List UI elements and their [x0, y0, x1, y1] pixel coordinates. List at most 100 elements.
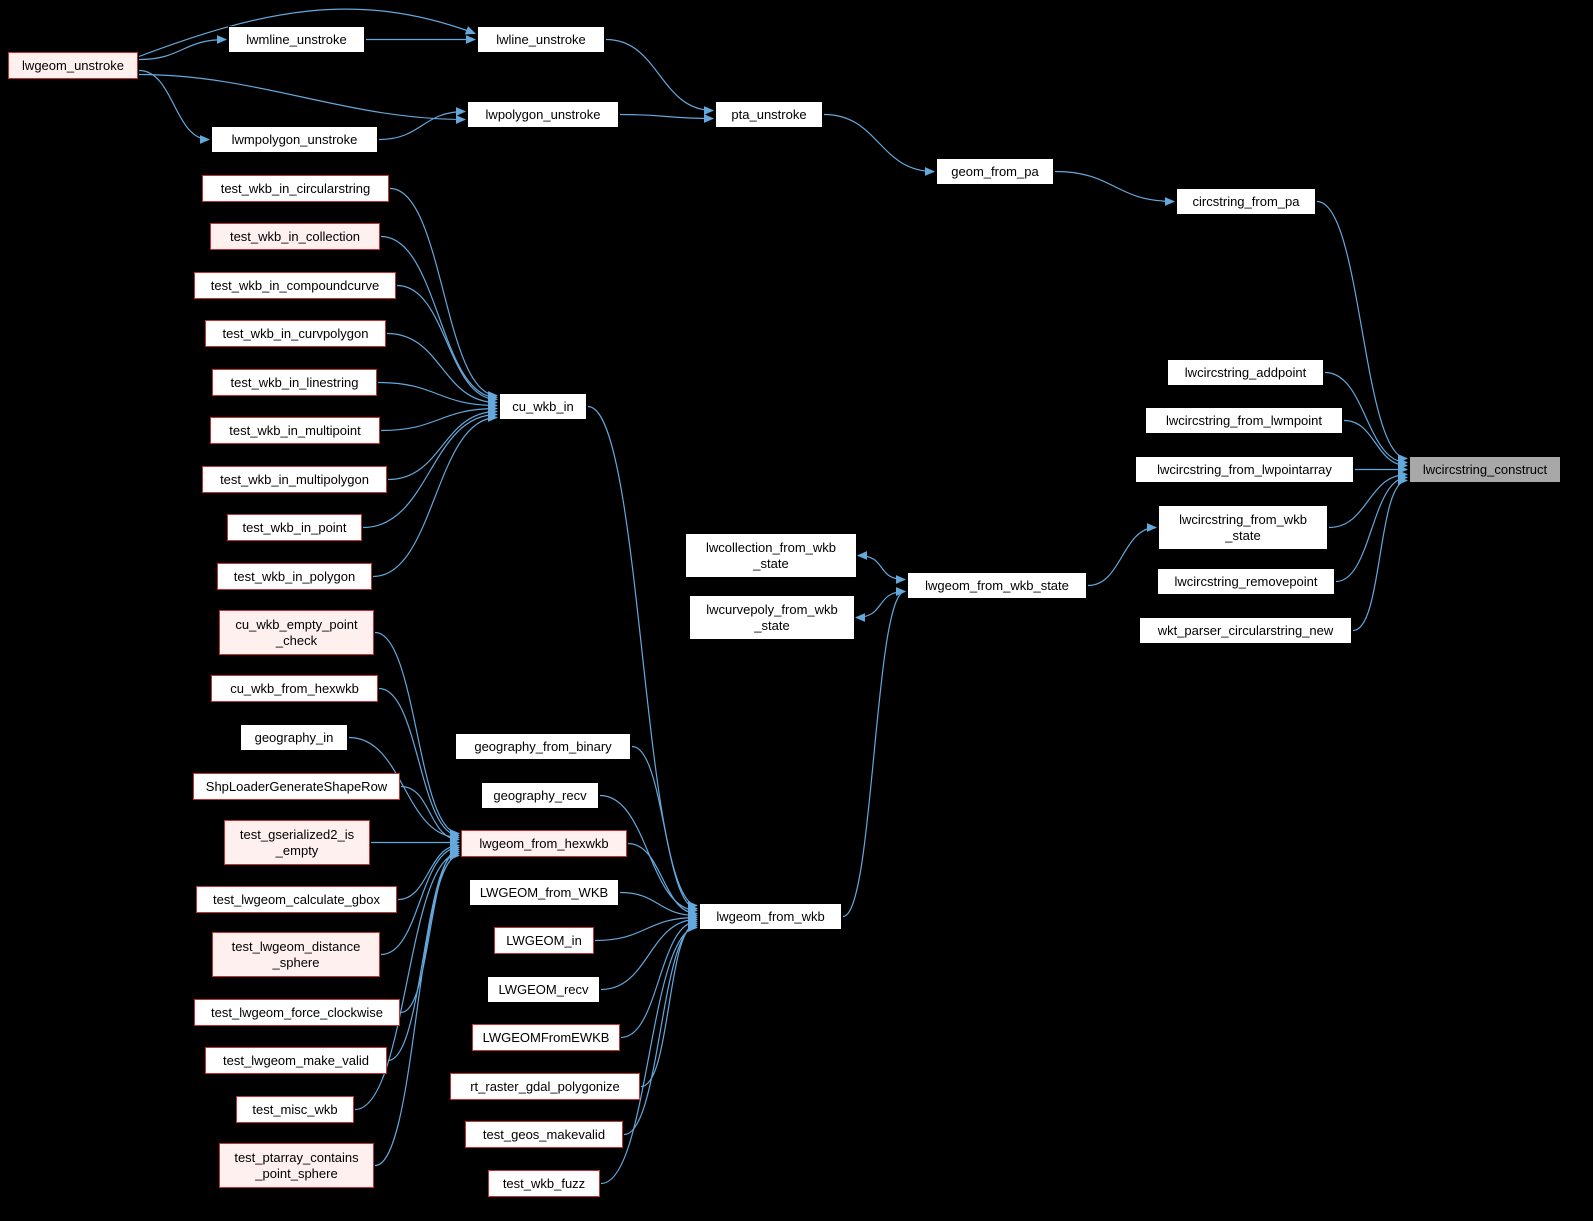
edge-geography_from_binary-to-lwgeom_from_wkb: [631, 745, 699, 913]
edge-lwcollection_from_wkb_state-to-lwgeom_from_wkb_state: [856, 551, 907, 584]
node-circstring_from_pa[interactable]: circstring_from_pa: [1176, 188, 1316, 215]
node-label: test_lwgeom_calculate_gbox: [213, 891, 380, 907]
node-test_lwgeom_distance_sphere[interactable]: test_lwgeom_distance_sphere: [212, 932, 380, 977]
node-lwcircstring_from_wkb_state[interactable]: lwcircstring_from_wkb_state: [1158, 505, 1328, 550]
node-lwgeom_from_wkb_state[interactable]: lwgeom_from_wkb_state: [907, 572, 1087, 599]
node-test_lwgeom_force_clockwise[interactable]: test_lwgeom_force_clockwise: [194, 999, 400, 1026]
node-test_wkb_in_curvpolygon[interactable]: test_wkb_in_curvpolygon: [205, 320, 386, 347]
node-geography_in[interactable]: geography_in: [240, 724, 348, 751]
node-label: test_wkb_in_compoundcurve: [210, 277, 380, 293]
node-label: test_lwgeom_force_clockwise: [211, 1004, 383, 1020]
edge-lwgeom_unstroke-to-lwpolygon_unstroke: [138, 73, 467, 124]
node-label: test_wkb_in_polygon: [233, 568, 356, 584]
node-label: ShpLoaderGenerateShapeRow: [205, 778, 388, 794]
node-geom_from_pa[interactable]: geom_from_pa: [936, 158, 1054, 185]
edge-LWGEOMFromEWKB-to-lwgeom_from_wkb: [620, 917, 699, 1039]
node-lwpolygon_unstroke[interactable]: lwpolygon_unstroke: [467, 101, 619, 128]
edge-test_wkb_in_linestring-to-cu_wkb_in: [377, 381, 499, 410]
edge-test_lwgeom_force_clockwise-to-lwgeom_from_hexwkb: [400, 845, 461, 1014]
node-lwgeom_from_hexwkb[interactable]: lwgeom_from_hexwkb: [461, 830, 627, 857]
node-cu_wkb_empty_point_check[interactable]: cu_wkb_empty_point_check: [219, 610, 374, 655]
node-geography_recv[interactable]: geography_recv: [481, 782, 599, 809]
node-test_wkb_in_collection[interactable]: test_wkb_in_collection: [210, 223, 380, 250]
node-label: test_lwgeom_distance: [231, 938, 361, 954]
node-pta_unstroke[interactable]: pta_unstroke: [715, 101, 823, 128]
node-test_wkb_in_linestring[interactable]: test_wkb_in_linestring: [212, 369, 377, 396]
node-label: _state: [754, 617, 790, 633]
node-label: cu_wkb_from_hexwkb: [230, 680, 359, 696]
node-lwcircstring_from_lwpointarray[interactable]: lwcircstring_from_lwpointarray: [1135, 456, 1354, 483]
edge-test_wkb_in_multipoint-to-cu_wkb_in: [380, 404, 499, 432]
node-lwmline_unstroke[interactable]: lwmline_unstroke: [228, 26, 365, 53]
node-label: lwcircstring_removepoint: [1174, 573, 1318, 589]
node-test_wkb_in_multipolygon[interactable]: test_wkb_in_multipolygon: [202, 466, 387, 493]
node-label: _state: [753, 555, 789, 571]
edge-test_lwgeom_make_valid-to-lwgeom_from_hexwkb: [387, 847, 461, 1062]
edge-cu_wkb_in-to-lwgeom_from_wkb: [587, 405, 699, 910]
node-label: rt_raster_gdal_polygonize: [470, 1078, 620, 1094]
node-test_lwgeom_calculate_gbox[interactable]: test_lwgeom_calculate_gbox: [196, 886, 397, 913]
node-lwline_unstroke[interactable]: lwline_unstroke: [477, 26, 605, 53]
edge-LWGEOM_from_WKB-to-lwgeom_from_wkb: [619, 891, 699, 920]
node-label: test_gserialized2_is: [239, 826, 355, 842]
edge-cu_wkb_empty_point_check-to-lwgeom_from_hexwkb: [374, 631, 461, 838]
node-label: lwcircstring_from_lwmpoint: [1165, 412, 1323, 428]
node-test_gserialized2_is_empty[interactable]: test_gserialized2_is_empty: [224, 820, 370, 865]
node-label: lwcircstring_from_lwpointarray: [1157, 461, 1332, 477]
node-label: lwcircstring_from_wkb: [1179, 511, 1307, 527]
node-test_wkb_in_point[interactable]: test_wkb_in_point: [227, 514, 362, 541]
node-lwcircstring_addpoint[interactable]: lwcircstring_addpoint: [1167, 359, 1324, 386]
edge-lwline_unstroke-to-pta_unstroke: [605, 38, 715, 115]
node-cu_wkb_from_hexwkb[interactable]: cu_wkb_from_hexwkb: [211, 675, 378, 702]
node-cu_wkb_in[interactable]: cu_wkb_in: [499, 393, 587, 420]
node-lwcircstring_from_lwmpoint[interactable]: lwcircstring_from_lwmpoint: [1145, 407, 1343, 434]
node-lwmpolygon_unstroke[interactable]: lwmpolygon_unstroke: [211, 126, 378, 153]
edge-lwgeom_unstroke-to-lwmline_unstroke: [138, 35, 228, 61]
node-rt_raster_gdal_polygonize[interactable]: rt_raster_gdal_polygonize: [450, 1073, 640, 1100]
node-lwcircstring_construct[interactable]: lwcircstring_construct: [1409, 456, 1561, 483]
edge-test_wkb_in_multipolygon-to-cu_wkb_in: [387, 407, 499, 481]
edge-lwgeom_from_wkb_state-to-lwcircstring_from_wkb_state: [1087, 523, 1158, 587]
node-LWGEOM_in[interactable]: LWGEOM_in: [494, 927, 594, 954]
edge-wkt_parser_circularstring_new-to-lwcircstring_construct: [1352, 476, 1409, 632]
node-test_misc_wkb[interactable]: test_misc_wkb: [236, 1096, 354, 1123]
node-test_lwgeom_make_valid[interactable]: test_lwgeom_make_valid: [205, 1047, 387, 1074]
node-geography_from_binary[interactable]: geography_from_binary: [455, 733, 631, 760]
node-test_wkb_in_compoundcurve[interactable]: test_wkb_in_compoundcurve: [194, 272, 396, 299]
edge-lwmpolygon_unstroke-to-lwpolygon_unstroke: [378, 107, 467, 141]
node-test_wkb_fuzz[interactable]: test_wkb_fuzz: [488, 1170, 600, 1197]
node-lwgeom_from_wkb[interactable]: lwgeom_from_wkb: [699, 903, 842, 930]
node-lwcircstring_removepoint[interactable]: lwcircstring_removepoint: [1157, 568, 1335, 595]
node-test_ptarray_contains_point_sphere[interactable]: test_ptarray_contains_point_sphere: [219, 1143, 374, 1188]
node-label: lwgeom_from_hexwkb: [479, 835, 609, 851]
node-label: _point_sphere: [255, 1165, 338, 1181]
node-label: lwmline_unstroke: [246, 31, 347, 47]
node-LWGEOM_recv[interactable]: LWGEOM_recv: [487, 976, 600, 1003]
node-LWGEOM_from_WKB[interactable]: LWGEOM_from_WKB: [469, 879, 619, 906]
node-test_wkb_in_multipoint[interactable]: test_wkb_in_multipoint: [210, 417, 380, 444]
node-label: lwcircstring_construct: [1422, 461, 1548, 477]
edge-lwgeom_from_wkb-to-lwgeom_from_wkb_state: [842, 587, 907, 918]
node-test_wkb_in_polygon[interactable]: test_wkb_in_polygon: [217, 563, 372, 590]
node-label: lwgeom_from_wkb: [716, 908, 825, 924]
node-label: test_wkb_in_multipolygon: [220, 471, 369, 487]
node-label: test_wkb_in_point: [242, 519, 347, 535]
node-label: lwcurvepoly_from_wkb: [706, 601, 838, 617]
node-label: geography_from_binary: [474, 738, 612, 754]
node-test_wkb_in_circularstring[interactable]: test_wkb_in_circularstring: [202, 175, 389, 202]
edge-test_wkb_in_circularstring-to-cu_wkb_in: [389, 187, 499, 400]
node-lwcollection_from_wkb_state[interactable]: lwcollection_from_wkb_state: [685, 533, 857, 578]
node-test_geos_makevalid[interactable]: test_geos_makevalid: [465, 1121, 623, 1148]
node-label: test_misc_wkb: [252, 1101, 338, 1117]
node-LWGEOMFromEWKB[interactable]: LWGEOMFromEWKB: [472, 1024, 620, 1051]
edge-pta_unstroke-to-geom_from_pa: [823, 113, 936, 176]
node-wkt_parser_circularstring_new[interactable]: wkt_parser_circularstring_new: [1139, 617, 1352, 644]
node-lwcurvepoly_from_wkb_state[interactable]: lwcurvepoly_from_wkb_state: [689, 595, 855, 640]
edge-test_geos_makevalid-to-lwgeom_from_wkb: [623, 921, 699, 1136]
node-label: cu_wkb_in: [512, 398, 574, 414]
node-lwgeom_unstroke[interactable]: lwgeom_unstroke: [8, 52, 138, 79]
edge-lwgeom_unstroke-to-lwline_unstroke: [138, 8, 476, 58]
node-ShpLoaderGenerateShapeRow[interactable]: ShpLoaderGenerateShapeRow: [193, 773, 400, 800]
